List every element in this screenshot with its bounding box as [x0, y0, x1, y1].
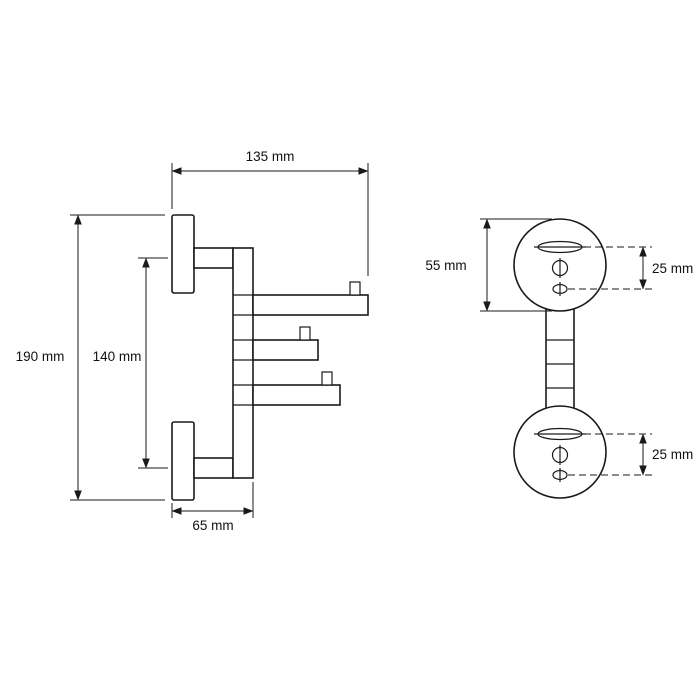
dim-label-plate-diameter: 55 mm — [425, 258, 466, 273]
bottom-arm — [193, 457, 234, 479]
hook-arm-1 — [252, 294, 369, 316]
hook-peg-2 — [299, 326, 311, 341]
top-mount-block — [171, 214, 195, 294]
hook-arm-2 — [252, 339, 319, 361]
dimension-190mm: 190 mm — [16, 214, 165, 501]
dimension-55mm: 55 mm — [425, 218, 552, 312]
hook-peg-1 — [349, 281, 361, 296]
spine-bar — [232, 247, 254, 479]
dim-label-bottom-hole-spacing: 25 mm — [652, 447, 693, 462]
dimension-65mm: 65 mm — [171, 482, 254, 533]
dimension-25mm-top: 25 mm — [568, 246, 693, 290]
front-view — [513, 218, 607, 499]
hook-arm-3 — [252, 384, 341, 406]
hook-peg-3 — [321, 371, 333, 386]
dim-label-depth: 135 mm — [246, 149, 295, 164]
dim-label-base-depth: 65 mm — [192, 518, 233, 533]
bottom-mount-block — [171, 421, 195, 501]
dim-label-top-hole-spacing: 25 mm — [652, 261, 693, 276]
top-arm — [193, 247, 234, 269]
side-view — [171, 214, 369, 501]
dimension-25mm-bottom: 25 mm — [568, 433, 693, 476]
dim-label-total-height: 190 mm — [16, 349, 65, 364]
dimension-135mm: 135 mm — [171, 149, 369, 276]
dimension-140mm: 140 mm — [93, 257, 168, 469]
connecting-bar — [545, 297, 575, 421]
dim-label-mount-spacing: 140 mm — [93, 349, 142, 364]
